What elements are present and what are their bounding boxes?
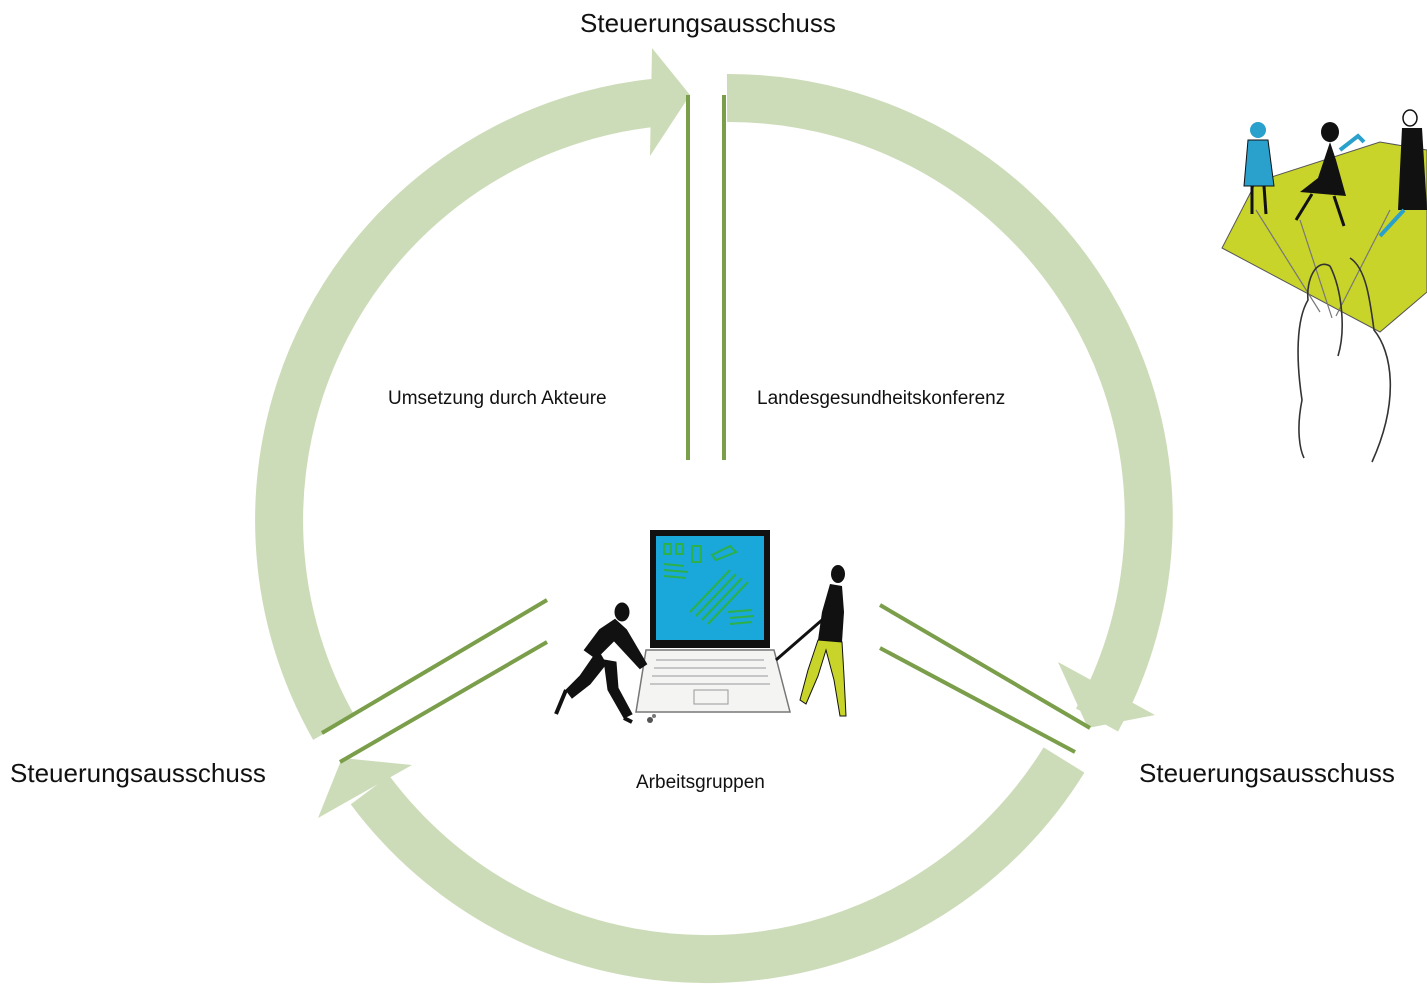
label-arbeitsgruppen: Arbeitsgruppen [636,772,765,793]
arrow-heads [318,48,1155,818]
line-left-upper [320,598,549,735]
person-right-pulling [775,565,847,717]
figure-blue-coat [1243,122,1275,215]
label-landesgesundheitskonferenz: Landesgesundheitskonferenz [757,388,1006,409]
arrowhead-left [318,758,412,818]
hand [1297,257,1392,463]
line-right-lower [879,646,1076,754]
card [1221,141,1427,333]
screen-marks [663,543,755,625]
arc-bottom [350,747,1085,984]
arrowhead-right [1058,662,1155,728]
arrowhead-top [650,48,690,156]
hand-holding-card-illustration [1221,109,1427,463]
laptop-keyboard [650,659,770,705]
label-steuerungsausschuss-left: Steuerungsausschuss [10,758,266,788]
label-steuerungsausschuss-top: Steuerungsausschuss [580,8,836,38]
cycle-arrow-ring [255,73,1173,984]
laptop-base [635,649,791,713]
line-left-lower [338,640,549,764]
person-left-pushing [554,602,648,724]
connector-lines [320,95,1092,764]
label-umsetzung: Umsetzung durch Akteure [388,388,607,409]
label-steuerungsausschuss-right: Steuerungsausschuss [1139,758,1395,788]
arc-right [726,73,1173,732]
line-right-upper [878,603,1092,730]
laptop-screen [656,536,764,640]
figure-black-dress [1294,122,1366,227]
arc-left-upper [255,78,665,740]
laptop-with-people-illustration [554,530,847,724]
figure-dark-coat [1378,109,1427,238]
